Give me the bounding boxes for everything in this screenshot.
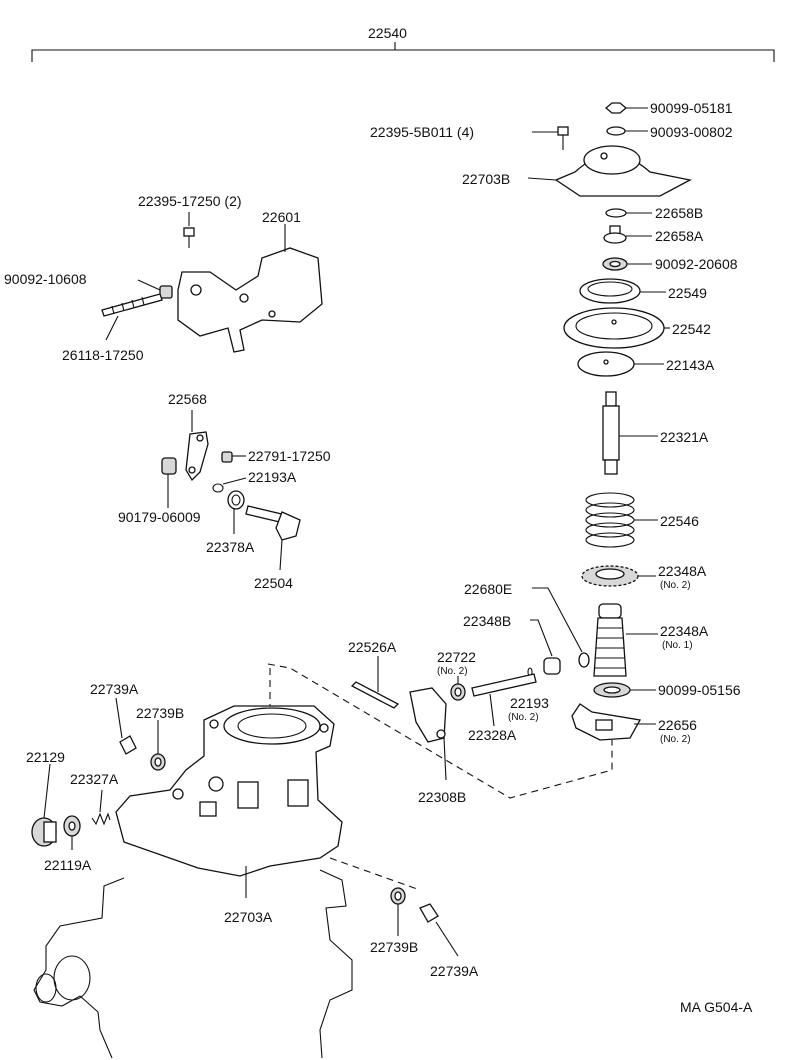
washer-22119a-shape <box>63 815 81 850</box>
part-22327a-label: 22327A <box>70 771 119 787</box>
rod-22321a-shape <box>602 391 658 475</box>
part-22722-note: (No. 2) <box>437 666 468 677</box>
bracket-22656-shape <box>571 703 656 741</box>
part-22143a-label: 22143A <box>666 357 715 373</box>
diaphragm-22542-shape <box>563 307 670 349</box>
clip-22193a-shape <box>212 477 247 493</box>
nut-90092-10608-shape <box>137 279 173 299</box>
part-22542-label: 22542 <box>672 321 711 337</box>
spring-22327a-shape <box>91 789 111 826</box>
part-22791-17250-label: 22791-17250 <box>248 448 331 464</box>
part-22739b-top-label: 22739B <box>136 705 184 721</box>
washer-22739b-bottom-shape <box>390 887 406 936</box>
part-90092-10608-label: 90092-10608 <box>4 271 87 287</box>
part-22739a-top-label: 22739A <box>90 681 139 697</box>
shaft-22328a-shape <box>471 673 537 727</box>
part-22504-label: 22504 <box>254 575 293 591</box>
part-22395-17250-label: 22395-17250 (2) <box>138 193 242 209</box>
figure-code-label: MA G504-A <box>680 999 753 1015</box>
plug-22129-shape <box>31 763 57 847</box>
assembly-dashed-lines <box>267 663 613 891</box>
part-22549-label: 22549 <box>668 285 707 301</box>
nut-90179-06009-shape <box>161 457 177 508</box>
part-22193-note: (No. 2) <box>508 712 539 723</box>
retainer-22658a-shape <box>603 225 652 244</box>
part-22348a-no1-note: (No. 1) <box>662 640 693 651</box>
gear-22348a-no2-shape <box>581 565 656 587</box>
washer-22722-shape <box>450 676 466 701</box>
part-90093-00802-label: 90093-00802 <box>650 124 733 140</box>
part-22119a-label: 22119A <box>44 857 92 873</box>
nut-90099-05181-shape <box>604 102 648 114</box>
lever-22568-shape <box>185 410 209 482</box>
part-22308b-label: 22308B <box>418 789 466 805</box>
part-22395-5b011-label: 22395-5B011 (4) <box>370 124 474 140</box>
part-22703b-label: 22703B <box>462 171 510 187</box>
part-22348a-no2-note: (No. 2) <box>660 580 691 591</box>
gear-shaft-22348a-no1-shape <box>593 603 658 677</box>
plug-22739a-top-shape <box>115 697 137 755</box>
part-22348a-no2-label: 22348A <box>658 563 707 579</box>
washer-22378a-shape <box>227 490 245 534</box>
body-22703a-shape <box>115 705 343 898</box>
ring-22658b-shape <box>605 208 652 218</box>
part-22348b-label: 22348B <box>463 613 511 629</box>
spring-22546-shape <box>585 492 658 548</box>
part-22658a-label: 22658A <box>655 228 704 244</box>
nut-22791-17250-shape <box>221 451 246 463</box>
bracket-22601-shape <box>177 224 323 353</box>
screw-22395-17250-shape <box>183 212 195 248</box>
part-22568-label: 22568 <box>168 391 207 407</box>
screw-22395-5b011-shape <box>532 126 569 150</box>
part-90099-05181-label: 90099-05181 <box>650 100 733 116</box>
washer-22680e-shape <box>532 587 590 668</box>
shaft-22504-shape <box>245 505 301 571</box>
bolt-26118-17250-shape <box>101 293 163 341</box>
part-22680e-label: 22680E <box>464 581 512 597</box>
washer-22739b-top-shape <box>150 720 166 771</box>
lever-22308b-shape <box>409 687 447 781</box>
part-22348a-no1-label: 22348A <box>660 623 709 639</box>
pin-22526a-shape <box>350 656 400 709</box>
part-22601-label: 22601 <box>262 209 301 225</box>
part-22378a-label: 22378A <box>206 539 255 555</box>
plug-22739a-bottom-shape <box>419 903 459 957</box>
part-90179-06009-label: 90179-06009 <box>118 509 201 525</box>
part-22193a-label: 22193A <box>248 469 297 485</box>
part-22722-label: 22722 <box>437 649 476 665</box>
part-22658b-label: 22658B <box>655 205 703 221</box>
part-22739b-bottom-label: 22739B <box>370 939 418 955</box>
assembly-bracket <box>31 42 775 62</box>
plate-22549-shape <box>579 278 666 304</box>
part-22328a-label: 22328A <box>468 727 517 743</box>
bushing-22348b-shape <box>530 619 561 675</box>
plate-22143a-shape <box>577 351 664 377</box>
nut-90092-20608-shape <box>602 257 652 271</box>
pump-housing-outline <box>33 869 353 1059</box>
part-22526a-label: 22526A <box>348 639 397 655</box>
cover-22703b-shape <box>527 145 692 197</box>
part-22546-label: 22546 <box>660 513 699 529</box>
part-90099-05156-label: 90099-05156 <box>658 682 741 698</box>
nut-90099-05156-shape <box>593 682 656 698</box>
part-22656-note: (No. 2) <box>660 734 691 745</box>
part-22129-label: 22129 <box>26 749 65 765</box>
part-22739a-bottom-label: 22739A <box>430 963 479 979</box>
part-22703a-label: 22703A <box>224 909 273 925</box>
part-22193-label: 22193 <box>510 695 549 711</box>
washer-90093-00802-shape <box>606 126 648 136</box>
part-22656-label: 22656 <box>658 717 697 733</box>
part-26118-17250-label: 26118-17250 <box>62 347 144 363</box>
assembly-number-label: 22540 <box>368 25 407 41</box>
part-22321a-label: 22321A <box>660 429 709 445</box>
part-90092-20608-label: 90092-20608 <box>655 256 738 272</box>
